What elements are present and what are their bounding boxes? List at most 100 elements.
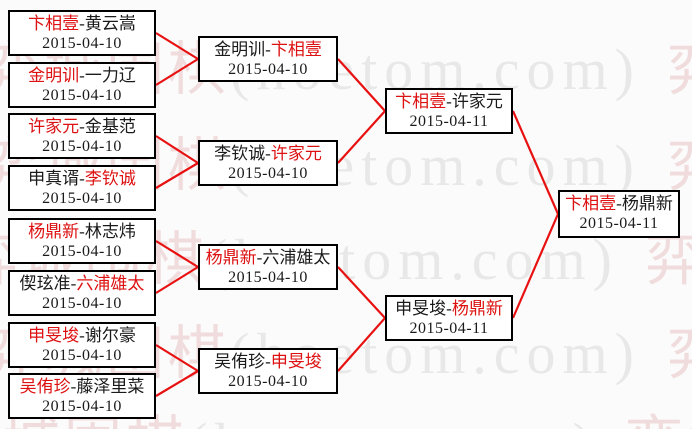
player-name: 杨鼎新 (621, 194, 673, 213)
match-box: 金明训-卞相壹 2015-04-10 (198, 36, 338, 82)
match-players: 吴侑珍-申旻埈 (200, 351, 336, 372)
bracket-connector-line (155, 344, 199, 372)
winner-name: 杨鼎新 (28, 222, 80, 241)
player-name: 六浦雄太 (262, 248, 331, 267)
vs-separator: - (79, 117, 85, 136)
bracket-connector-line (337, 317, 386, 372)
match-date: 2015-04-10 (42, 243, 122, 260)
winner-name: 金明训 (28, 66, 80, 85)
vs-separator: - (70, 274, 77, 293)
vs-separator: - (256, 248, 263, 267)
bracket-connector-line (155, 58, 199, 86)
player-name: 藤泽里菜 (76, 377, 145, 396)
vs-separator: - (79, 326, 85, 345)
match-players: 申旻埈-谢尔豪 (10, 325, 154, 346)
match-players: 卞相壹-许家元 (387, 91, 511, 112)
bracket-connector-line (511, 213, 560, 319)
player-name: 许家元 (451, 92, 503, 111)
winner-name: 卞相壹 (28, 14, 80, 33)
match-date: 2015-04-10 (42, 190, 122, 207)
player-name: 申旻埈 (395, 299, 447, 318)
vs-separator: - (446, 92, 452, 111)
winner-name: 许家元 (270, 144, 322, 163)
bracket-connector-line (511, 110, 560, 215)
match-players: 吴侑珍-藤泽里菜 (10, 376, 154, 397)
vs-separator: - (79, 14, 85, 33)
bracket-connector-line (155, 266, 199, 294)
player-name: 吴侑珍 (214, 352, 266, 371)
player-name: 金明训 (214, 40, 266, 59)
vs-separator: - (79, 222, 85, 241)
winner-name: 卞相壹 (270, 40, 322, 59)
player-name: 金基范 (84, 117, 136, 136)
match-players: 金明训-一力辽 (10, 65, 154, 86)
vs-separator: - (265, 352, 271, 371)
player-name: 李钦诚 (214, 144, 266, 163)
player-name: 谢尔豪 (84, 326, 136, 345)
match-date: 2015-04-10 (228, 269, 308, 286)
match-players: 卞相壹-黄云嵩 (10, 13, 154, 34)
match-players: 许家元-金基范 (10, 116, 154, 137)
player-name: 偰玹准 (19, 274, 71, 293)
winner-name: 杨鼎新 (451, 299, 503, 318)
vs-separator: - (79, 66, 85, 85)
winner-name: 杨鼎新 (205, 248, 257, 267)
player-name: 黄云嵩 (84, 14, 136, 33)
winner-name: 吴侑珍 (19, 377, 71, 396)
watermark-cjk: 弈城围棋 (625, 411, 692, 429)
match-date: 2015-04-10 (228, 165, 308, 182)
match-players: 偰玹准-六浦雄太 (10, 273, 154, 294)
vs-separator: - (446, 299, 452, 318)
match-date: 2015-04-10 (42, 87, 122, 104)
vs-separator: - (70, 377, 77, 396)
match-box: 申旻埈-杨鼎新 2015-04-11 (385, 295, 513, 341)
match-box: 申真谞-李钦诚 2015-04-10 (8, 165, 156, 211)
winner-name: 六浦雄太 (76, 274, 145, 293)
bracket-connector-line (155, 370, 199, 397)
match-date: 2015-04-10 (228, 61, 308, 78)
match-date: 2015-04-11 (579, 215, 659, 232)
match-players: 杨鼎新-六浦雄太 (200, 247, 336, 268)
match-date: 2015-04-11 (409, 320, 489, 337)
match-date: 2015-04-10 (42, 138, 122, 155)
vs-separator: - (265, 144, 271, 163)
watermark-cjk: 弈城围棋 (667, 37, 692, 102)
match-players: 卞相壹-杨鼎新 (560, 193, 678, 214)
match-date: 2015-04-10 (42, 347, 122, 364)
bracket-connector-line (155, 240, 199, 268)
watermark-cjk: 弈城围棋 (667, 133, 692, 198)
watermark-latin: (hoetom.com) (188, 411, 599, 429)
match-players: 杨鼎新-林志炜 (10, 221, 154, 242)
winner-name: 申旻埈 (28, 326, 80, 345)
player-name: 申真谞 (28, 169, 80, 188)
vs-separator: - (79, 169, 85, 188)
player-name: 林志炜 (84, 222, 136, 241)
bracket-connector-line (337, 266, 386, 319)
match-date: 2015-04-11 (409, 113, 489, 130)
match-date: 2015-04-10 (42, 35, 122, 52)
bracket-connector-line (337, 58, 386, 112)
winner-name: 申旻埈 (270, 352, 322, 371)
bracket-connector-line (155, 32, 199, 60)
winner-name: 许家元 (28, 117, 80, 136)
watermark-cjk: 弈城围棋 (667, 321, 692, 386)
vs-separator: - (265, 40, 271, 59)
vs-separator: - (616, 194, 622, 213)
winner-name: 卞相壹 (565, 194, 617, 213)
match-date: 2015-04-10 (42, 398, 122, 415)
player-name: 一力辽 (84, 66, 136, 85)
match-players: 李钦诚-许家元 (200, 143, 336, 164)
winner-name: 李钦诚 (84, 169, 136, 188)
